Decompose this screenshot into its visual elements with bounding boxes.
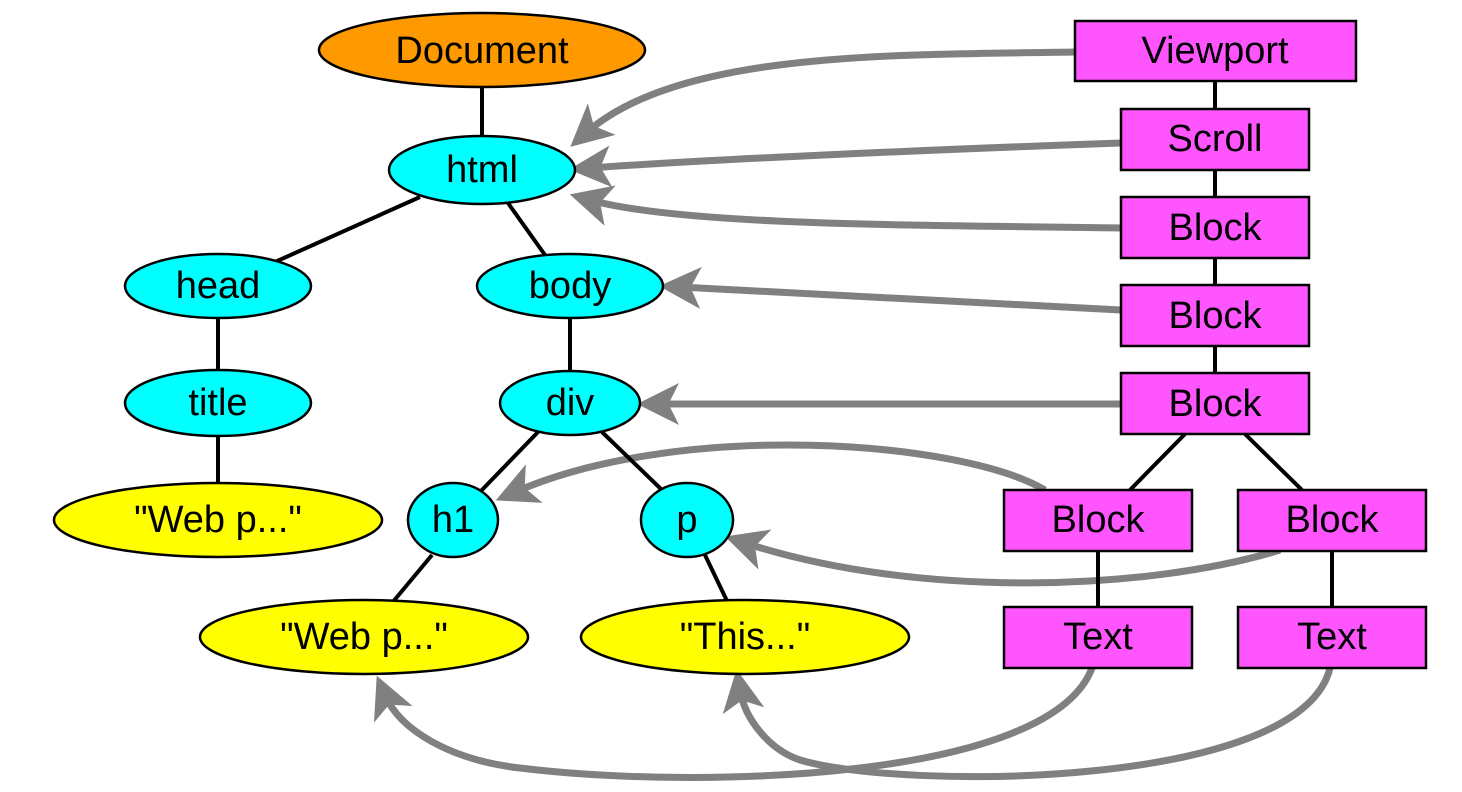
element-shape <box>475 252 665 320</box>
element-shape <box>387 134 577 206</box>
text-node-shape <box>579 598 911 676</box>
render-box <box>1002 605 1194 670</box>
node-label: Document <box>395 30 569 72</box>
node-label: Block <box>1169 383 1263 425</box>
dom-node-title: title <box>123 368 313 438</box>
element-shape <box>123 368 313 438</box>
link-block4-h1 <box>495 441 1047 503</box>
mapping-links <box>373 48 1334 781</box>
node-label: head <box>176 265 261 307</box>
node-label: body <box>529 265 611 307</box>
render-node-block3: Block <box>1119 371 1311 436</box>
render-box <box>1119 195 1311 260</box>
edge-p-ptext <box>703 554 730 604</box>
edge-div-p <box>600 430 664 492</box>
node-label: "This..." <box>680 616 810 658</box>
render-node-text1: Text <box>1002 605 1194 670</box>
edge-html-body <box>506 201 547 257</box>
element-shape <box>498 369 642 437</box>
link-text2-ptext <box>722 667 1334 781</box>
render-node-text2: Text <box>1236 605 1428 670</box>
link-viewport-html <box>570 48 1076 147</box>
text-node-shape <box>52 481 384 559</box>
node-label: Scroll <box>1167 118 1262 160</box>
dom-node-html: html <box>387 134 577 206</box>
link-block1-html <box>569 185 1122 232</box>
dom-node-h1: h1 <box>406 481 500 559</box>
dom-node-document: Document <box>317 11 647 89</box>
element-shape <box>406 481 500 559</box>
dom-node-p-text: "This..." <box>579 598 911 676</box>
dom-node-body: body <box>475 252 665 320</box>
render-box <box>1119 371 1311 436</box>
node-label: title <box>188 382 247 424</box>
node-label: div <box>546 382 595 424</box>
dom-node-title-text: "Web p..." <box>52 481 384 559</box>
node-label: "Web p..." <box>134 499 302 541</box>
render-box <box>1236 488 1428 553</box>
render-node-block1: Block <box>1119 195 1311 260</box>
edge-html-head <box>274 195 421 264</box>
node-label: Block <box>1169 207 1263 249</box>
edge-div-h1 <box>478 430 540 494</box>
render-box <box>1119 283 1311 348</box>
node-label: h1 <box>432 499 474 541</box>
node-label: Text <box>1297 616 1367 658</box>
node-label: Block <box>1052 499 1146 541</box>
render-node-viewport: Viewport <box>1073 19 1358 83</box>
document-shape <box>317 11 647 89</box>
node-label: Text <box>1063 616 1133 658</box>
render-box <box>1002 488 1194 553</box>
edge-block3-block5 <box>1243 432 1304 492</box>
element-shape <box>123 252 313 320</box>
render-node-block2: Block <box>1119 283 1311 348</box>
link-text1-h1text <box>373 666 1096 781</box>
node-label: Viewport <box>1141 30 1289 72</box>
edge-h1-h1text <box>390 553 434 605</box>
render-box <box>1073 19 1358 83</box>
node-label: Block <box>1286 499 1380 541</box>
dom-node-p: p <box>639 481 735 559</box>
link-block5-p <box>725 529 1282 587</box>
render-node-block4: Block <box>1002 488 1194 553</box>
node-label: "Web p..." <box>280 616 448 658</box>
render-box <box>1119 107 1311 172</box>
dom-node-div: div <box>498 369 642 437</box>
tree-edges <box>216 81 1334 607</box>
node-label: Block <box>1169 295 1263 337</box>
node-label: p <box>676 499 697 541</box>
node-label: html <box>446 149 518 191</box>
render-node-scroll: Scroll <box>1119 107 1311 172</box>
element-shape <box>639 481 735 559</box>
edge-block3-block4 <box>1128 432 1187 492</box>
link-block2-body <box>659 266 1122 314</box>
render-box <box>1236 605 1428 670</box>
text-node-shape <box>198 598 530 676</box>
link-scroll-html <box>569 139 1122 188</box>
dom-node-h1-text: "Web p..." <box>198 598 530 676</box>
dom-node-head: head <box>123 252 313 320</box>
render-node-block5: Block <box>1236 488 1428 553</box>
